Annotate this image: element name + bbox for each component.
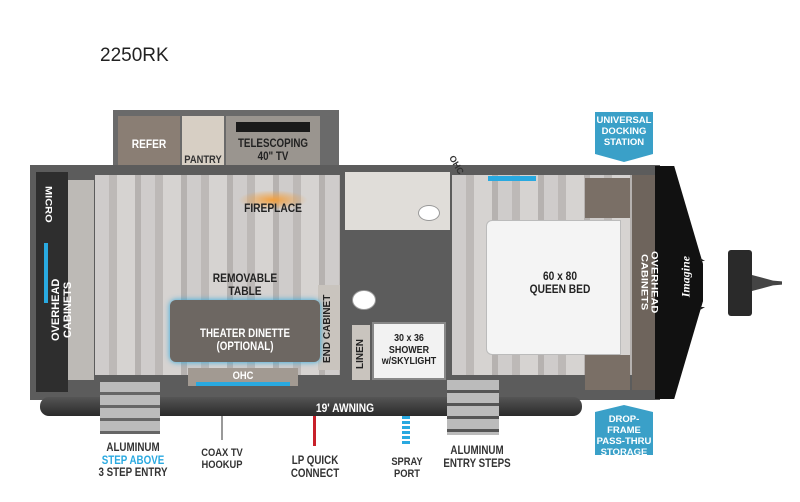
overhead-cabinets-right-area (632, 175, 656, 390)
window-dinette (196, 382, 290, 386)
fireplace-label: FIREPLACE (244, 201, 302, 215)
ohc-dinette (188, 368, 298, 386)
end-cabinet (318, 285, 340, 370)
kitchen-cabinets (36, 172, 68, 392)
model-title: 2250RK (100, 45, 169, 66)
queen-bed (486, 220, 621, 355)
pantry-label: PANTRY (184, 154, 222, 166)
sink (418, 205, 440, 221)
window-top-right (488, 176, 536, 181)
overhead-cabinets-left: OVERHEAD CABINETS (50, 278, 75, 342)
overhead-cabinets-right: OVERHEAD CABINETS (638, 250, 660, 314)
spray-hose (402, 416, 410, 444)
fireplace-glow (238, 190, 308, 210)
awning-bar (40, 397, 582, 416)
bath-ohc-area (345, 172, 450, 230)
awning-label: 19' AWNING (315, 401, 375, 415)
coax-callout: COAX TV HOOKUP (201, 447, 243, 472)
step-above-entry (100, 382, 160, 434)
pass-thru-storage-badge: DROP-FRAME PASS-THRU STORAGE (595, 405, 653, 455)
dinette-seat (170, 300, 320, 362)
docking-station-badge: UNIVERSAL DOCKING STATION (595, 112, 653, 162)
end-cabinet-label: END CABINET (322, 294, 333, 364)
led-strip (44, 243, 48, 303)
toilet (352, 290, 376, 310)
spray-callout: SPRAY PORT (391, 456, 423, 481)
tv-label: TELESCOPING 40" TV (237, 138, 309, 163)
linen-cabinet (352, 325, 370, 380)
nightstand-bottom (585, 355, 630, 390)
lp-callout: LP QUICK CONNECT (290, 455, 340, 480)
micro-label: MICRO (42, 185, 54, 223)
dinette-label: THEATER DINETTE (OPTIONAL) (200, 328, 290, 353)
refer-label: REFER (131, 137, 167, 151)
step-callout-line1: ALUMINUM (106, 442, 160, 454)
step-callout: ALUMINUM STEP ABOVE 3 STEP ENTRY (92, 442, 174, 480)
lp-hose (313, 416, 316, 446)
step-callout-line3: 3 STEP ENTRY (98, 467, 168, 480)
shower (372, 322, 446, 380)
entry-steps (447, 380, 499, 435)
removable-table-label: REMOVABLE TABLE (212, 271, 278, 299)
bed-label: 60 x 80 QUEEN BED (529, 269, 591, 297)
ohc-dinette-label: OHC (232, 370, 254, 382)
linen-label: LINEN (355, 339, 366, 369)
entry-steps-callout: ALUMINUM ENTRY STEPS (443, 445, 511, 470)
coupler (752, 275, 782, 291)
imagine-logo: Imagine (678, 255, 693, 298)
tv-screen (236, 122, 310, 132)
nightstand-top (585, 178, 630, 218)
jack (728, 250, 752, 316)
counter (68, 180, 94, 380)
shower-label: 30 x 36 SHOWER w/SKYLIGHT (381, 332, 437, 368)
step-callout-line2: STEP ABOVE (101, 454, 165, 467)
coax-cable (221, 416, 223, 440)
